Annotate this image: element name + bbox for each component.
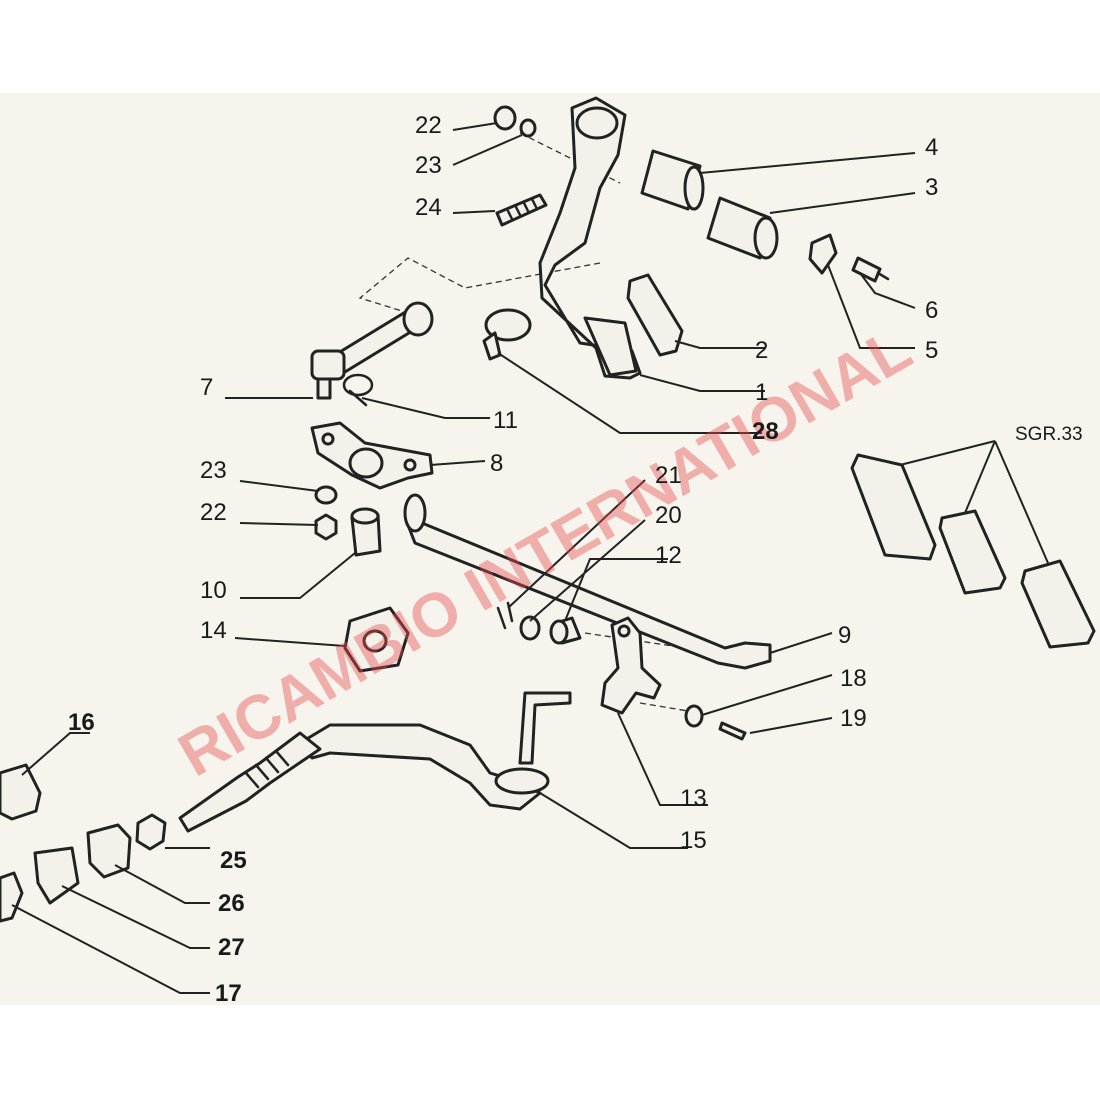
callout-c17: 17 xyxy=(215,980,242,1005)
bush-10[interactable] xyxy=(350,507,382,557)
callout-c4: 4 xyxy=(925,134,938,161)
nut-25[interactable] xyxy=(135,813,167,851)
callout-c26: 26 xyxy=(218,890,245,917)
pin-19[interactable] xyxy=(718,721,747,741)
grommet-14[interactable] xyxy=(343,606,410,673)
callout-c5: 5 xyxy=(925,337,938,364)
nut-22[interactable] xyxy=(314,513,338,541)
split-pin-21[interactable] xyxy=(496,601,514,630)
pedal-pad-middle[interactable] xyxy=(938,509,1007,595)
clutch-cable-15[interactable] xyxy=(178,691,572,833)
washer-20[interactable] xyxy=(519,615,541,641)
pedal-arm[interactable] xyxy=(538,96,642,380)
callout-c20: 20 xyxy=(655,502,682,529)
callout-c23a: 23 xyxy=(415,152,442,179)
callout-c19: 19 xyxy=(840,705,867,732)
callout-c2: 2 xyxy=(755,337,768,364)
nut-22-top[interactable] xyxy=(493,105,517,131)
bushing-4[interactable] xyxy=(640,149,705,211)
pedal-pad-2[interactable] xyxy=(626,273,684,357)
callout-c10: 10 xyxy=(200,577,227,604)
screw-6[interactable] xyxy=(851,256,890,283)
callout-c3: 3 xyxy=(925,174,938,201)
washer-23-top[interactable] xyxy=(519,118,537,138)
callout-c6: 6 xyxy=(925,297,938,324)
bracket-8[interactable] xyxy=(310,421,434,490)
washer-18[interactable] xyxy=(684,704,704,728)
callout-c12: 12 xyxy=(655,542,682,569)
watermark-text: RICAMBIO INTERNATIONAL xyxy=(168,314,923,790)
callout-c18: 18 xyxy=(840,665,867,692)
callout-c16: 16 xyxy=(68,709,95,736)
pedal-pads-inset xyxy=(850,440,1096,649)
bush-12[interactable] xyxy=(549,616,582,645)
callout-c15: 15 xyxy=(680,827,707,854)
pedal-assembly-diagram: RICAMBIO INTERNATIONAL SGR.33 1 2 3 4 5 … xyxy=(0,96,1096,1005)
callout-c1: 1 xyxy=(755,379,768,406)
callout-c21: 21 xyxy=(655,462,682,489)
clip-11[interactable] xyxy=(342,373,374,407)
callout-c9: 9 xyxy=(838,622,851,649)
washer-23[interactable] xyxy=(314,485,338,505)
bracket-16[interactable] xyxy=(0,763,42,821)
callout-leader-lines xyxy=(11,122,916,994)
reference-label: SGR.33 xyxy=(1015,424,1083,445)
stop-bumper-28[interactable] xyxy=(482,308,532,361)
callout-c13: 13 xyxy=(680,785,707,812)
spring-24[interactable] xyxy=(495,193,548,227)
pedal-pad-large[interactable] xyxy=(850,453,937,561)
callout-c27: 27 xyxy=(218,934,245,961)
callout-c23b: 23 xyxy=(200,457,227,484)
callout-c22a: 22 xyxy=(415,112,442,139)
exploded-parts-diagram-sheet: RICAMBIO INTERNATIONAL SGR.33 1 2 3 4 5 … xyxy=(0,93,1100,1005)
callout-c28: 28 xyxy=(752,418,779,445)
clip-26[interactable] xyxy=(86,823,132,879)
pedal-pad-right[interactable] xyxy=(1020,559,1096,649)
callout-c7: 7 xyxy=(200,374,213,401)
relay-lever-13[interactable] xyxy=(600,616,662,715)
callout-c24: 24 xyxy=(415,194,442,221)
clip-5[interactable] xyxy=(808,233,838,275)
callout-c8: 8 xyxy=(490,450,503,477)
link-rod-7[interactable] xyxy=(310,301,434,400)
callout-c25: 25 xyxy=(220,847,247,874)
clip-27[interactable] xyxy=(33,846,80,905)
callout-c22b: 22 xyxy=(200,499,227,526)
grommet-17[interactable] xyxy=(0,871,24,923)
callout-c14: 14 xyxy=(200,617,227,644)
sleeve-3[interactable] xyxy=(706,196,779,260)
callout-c11: 11 xyxy=(493,407,518,434)
